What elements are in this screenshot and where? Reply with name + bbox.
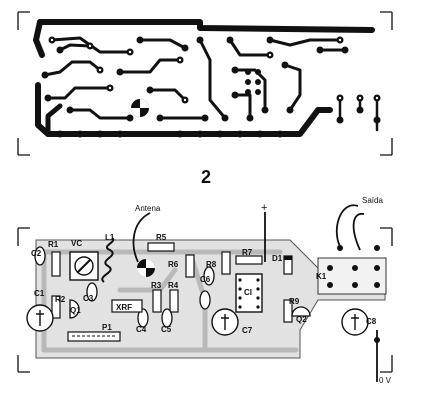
label-r6: R6 [168,260,179,269]
label-r5: R5 [156,233,167,242]
label-l1: L1 [105,233,115,242]
trimmer-symbol-bottom [137,259,155,277]
label-antenna: Antena [135,204,161,213]
trimmer-vc [69,251,99,281]
figure-number: 2 [201,167,211,187]
diode-d1 [283,255,293,275]
label-k1: K1 [316,272,327,281]
corner-marks-bottom [17,227,393,373]
label-q1: Q1 [70,306,81,315]
label-c4: C4 [136,325,147,334]
pad-holes [50,38,379,102]
label-c5: C5 [161,325,172,334]
label-xrf: XRF [116,303,132,312]
label-r7: R7 [242,248,253,257]
label-plus: + [261,202,267,214]
label-q2: Q2 [296,315,307,324]
label-r8: R8 [206,260,217,269]
relay-k1 [317,245,387,295]
label-c3: C3 [83,294,94,303]
ic-chip [235,273,263,313]
coil-l1 [101,237,115,283]
label-c7: C7 [242,326,253,335]
trimmer-symbol-top [131,99,149,117]
label-ci: CI [244,288,252,297]
label-output: Saída [362,196,383,205]
label-c8: C8 [366,317,377,326]
label-c2: C2 [31,249,42,258]
label-vc: VC [71,239,82,248]
label-r1: R1 [48,240,59,249]
label-c6: C6 [200,275,211,284]
label-d1: D1 [272,254,283,263]
disk-capacitors [34,246,215,328]
antenna-wire [132,212,151,263]
label-c1: C1 [34,289,45,298]
label-p1: P1 [102,323,112,332]
label-r3: R3 [151,281,162,290]
potentiometer-p1 [67,331,121,342]
transistors [69,299,311,319]
electrolytic-marks [36,310,359,330]
copper-side-view [17,11,393,156]
resistors [51,242,293,323]
label-r4: R4 [168,281,179,290]
label-r9: R9 [289,297,300,306]
xrf-component [111,299,143,313]
label-ground: 0 V [379,376,392,385]
output-wires [335,204,365,251]
corner-marks-top [17,11,393,156]
component-side-view [17,204,393,382]
copper-pads [41,36,381,138]
label-r2: R2 [55,295,66,304]
